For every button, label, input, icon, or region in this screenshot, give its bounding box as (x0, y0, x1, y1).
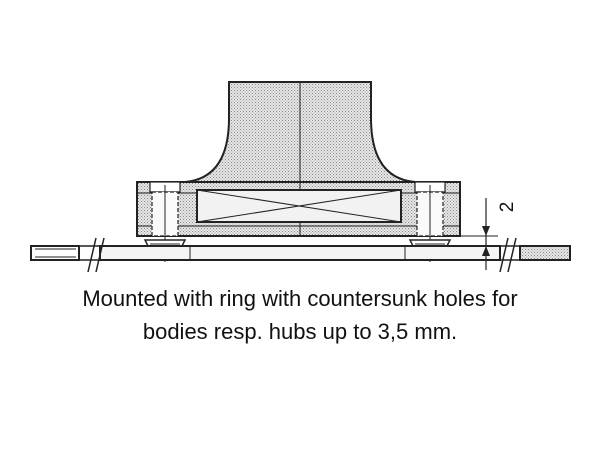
caption-line-1: Mounted with ring with countersunk holes… (82, 286, 518, 311)
break-marks (87, 237, 517, 273)
ring-insert (196, 182, 402, 236)
mounting-ring (99, 245, 501, 261)
dimension-value: 2 (497, 202, 518, 213)
hub-body (184, 81, 416, 183)
caption-line-2: bodies resp. hubs up to 3,5 mm. (142, 319, 458, 344)
dimension-annotation: 2 (460, 198, 518, 270)
disc-strip-right (500, 245, 571, 261)
disc-strip-left (30, 245, 100, 261)
caption: Mounted with ring with countersunk holes… (0, 282, 600, 348)
technical-drawing: 2 (30, 81, 571, 273)
